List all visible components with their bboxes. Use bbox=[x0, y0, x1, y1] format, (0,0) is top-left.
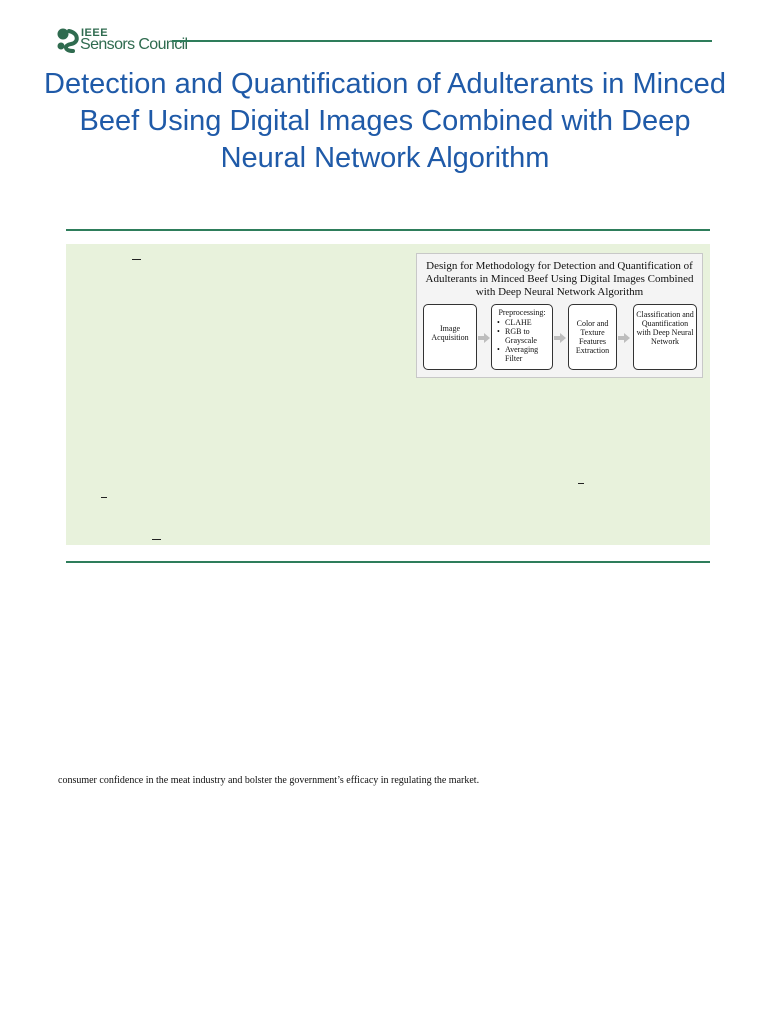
step-image-acquisition: Image Acquisition bbox=[423, 304, 477, 370]
step-label: Classification and Quantification with D… bbox=[636, 310, 694, 346]
sensors-council-logo-icon bbox=[57, 28, 79, 53]
text-fragment-mark bbox=[578, 483, 584, 484]
body-text-line: consumer confidence in the meat industry… bbox=[58, 775, 480, 786]
step-classification-quantification: Classification and Quantification with D… bbox=[633, 304, 697, 370]
preprocessing-item: RGB to Grayscale bbox=[496, 327, 552, 345]
step-label: Color and Texture Features Extraction bbox=[575, 319, 610, 355]
figure-title: Design for Methodology for Detection and… bbox=[425, 260, 694, 298]
arrow-right-icon bbox=[618, 333, 630, 343]
step-preprocessing: Preprocessing: CLAHE RGB to Grayscale Av… bbox=[491, 304, 553, 370]
abstract-bottom-rule bbox=[66, 561, 710, 563]
abstract-top-rule bbox=[66, 229, 710, 231]
text-fragment-mark bbox=[101, 497, 107, 498]
step-feature-extraction: Color and Texture Features Extraction bbox=[568, 304, 617, 370]
logo-ieee-text: IEEE bbox=[81, 27, 109, 39]
logo-council-text: Sensors Council bbox=[80, 36, 188, 53]
methodology-figure: Design for Methodology for Detection and… bbox=[416, 253, 703, 378]
preprocessing-item: Averaging Filter bbox=[496, 345, 552, 363]
step-label: Preprocessing: bbox=[498, 308, 546, 317]
preprocessing-list: CLAHE RGB to Grayscale Averaging Filter bbox=[496, 318, 552, 363]
text-fragment-mark bbox=[152, 539, 161, 540]
arrow-right-icon bbox=[478, 333, 490, 343]
arrow-right-icon bbox=[554, 333, 566, 343]
ieee-sensors-council-logo: IEEE Sensors Council bbox=[55, 27, 188, 53]
preprocessing-item: CLAHE bbox=[496, 318, 552, 327]
paper-title: Detection and Quantification of Adultera… bbox=[44, 68, 726, 174]
step-label: Image Acquisition bbox=[431, 324, 469, 342]
header-rule bbox=[172, 40, 712, 42]
text-fragment-mark bbox=[132, 259, 141, 260]
